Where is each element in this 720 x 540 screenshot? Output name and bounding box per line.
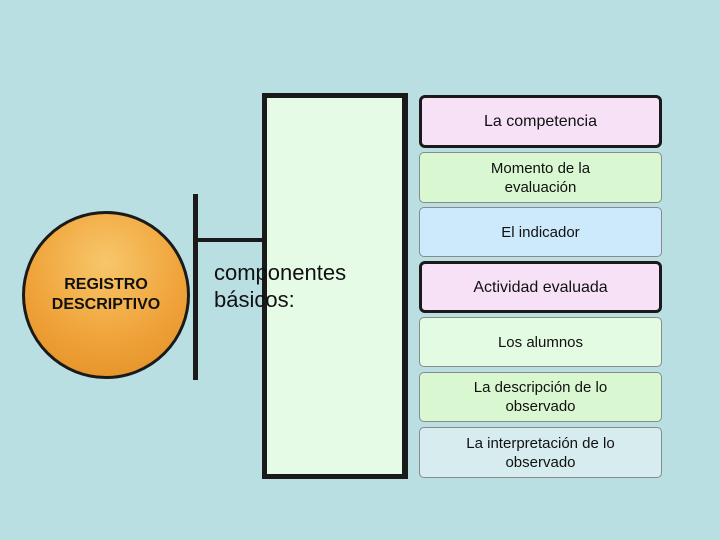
componentes-label: componentes básicos: xyxy=(214,260,347,312)
item-actividad-evaluada: Actividad evaluada xyxy=(419,261,662,313)
item-descripcion-observado: La descripción de lo observado xyxy=(419,372,662,422)
componentes-panel xyxy=(262,93,408,479)
item-momento-evaluacion: Momento de la evaluación xyxy=(419,152,662,203)
item-interpretacion-observado: La interpretación de lo observado xyxy=(419,427,662,478)
bracket-vertical-line xyxy=(193,194,198,380)
item-competencia: La competencia xyxy=(419,95,662,148)
circle-label: REGISTRO DESCRIPTIVO xyxy=(51,276,161,313)
registro-descriptivo-circle: REGISTRO DESCRIPTIVO xyxy=(22,211,190,379)
item-indicador: El indicador xyxy=(419,207,662,257)
item-alumnos: Los alumnos xyxy=(419,317,662,367)
bracket-horizontal-line xyxy=(198,238,264,242)
